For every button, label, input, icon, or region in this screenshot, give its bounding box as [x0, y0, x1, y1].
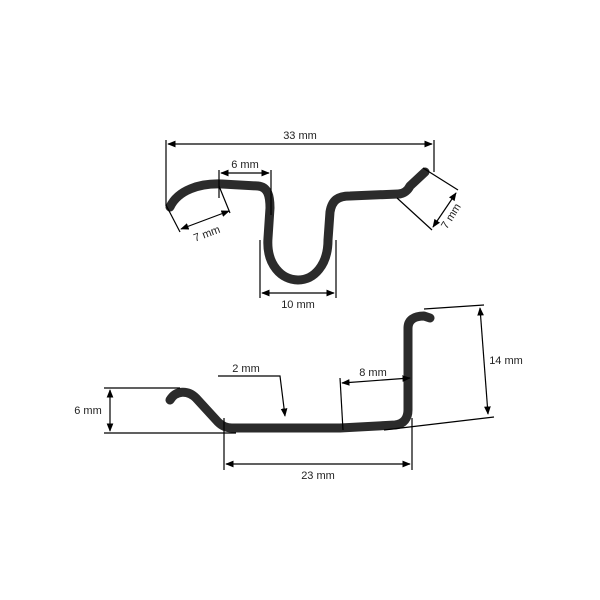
label-overall-width: 33 mm: [283, 130, 317, 142]
label-horizontal-segment: 8 mm: [359, 367, 387, 379]
side-view-wire: [165, 311, 435, 433]
top-view-dimensions: [165, 140, 459, 298]
label-right-height: 14 mm: [489, 355, 523, 367]
label-top-segment: 6 mm: [231, 159, 259, 171]
label-u-bend-width: 10 mm: [281, 299, 315, 311]
top-view-wire: [165, 167, 430, 285]
side-view-dimensions: [104, 304, 495, 470]
label-wire-diameter: 2 mm: [232, 363, 260, 375]
label-left-hook: 7 mm: [192, 224, 222, 245]
label-right-hook: 7 mm: [439, 202, 464, 232]
label-left-height: 6 mm: [74, 405, 102, 417]
label-base-length: 23 mm: [301, 470, 335, 482]
